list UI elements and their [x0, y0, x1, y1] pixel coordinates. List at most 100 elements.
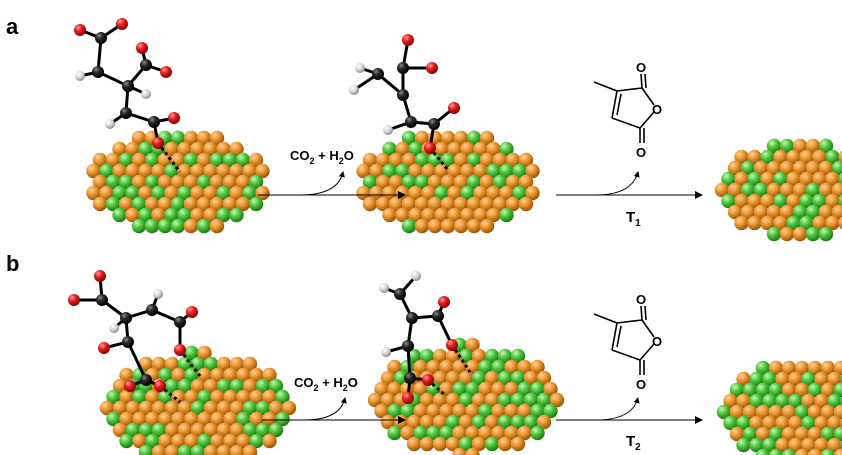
surface-atom-orange [812, 215, 827, 231]
surface-atom-orange [434, 141, 449, 157]
surface-atom-orange [807, 426, 823, 442]
surface-atom-orange [762, 415, 777, 431]
surface-atom-green [131, 218, 147, 234]
surface-atom-orange [209, 174, 225, 190]
surface-atom-green [401, 130, 417, 146]
surface-atom-orange [183, 130, 199, 146]
surface-atom-orange [151, 163, 166, 179]
surface-atom-orange [453, 174, 469, 190]
surface-atom-orange [401, 196, 417, 212]
citric-acid-molecule-a [74, 18, 182, 173]
surface-atom-orange [453, 218, 469, 234]
surface-atom-orange [387, 381, 402, 397]
surface-atom-orange [138, 185, 153, 201]
surface-atom-green [768, 426, 784, 442]
surface-atom-green [203, 356, 219, 372]
surface-atom-orange [209, 196, 225, 212]
surface-atom-green [466, 152, 482, 168]
nanoparticle-surface-b3 [716, 360, 842, 455]
surface-atom-orange [421, 185, 436, 201]
surface-atom-orange [262, 389, 277, 405]
surface-atom-orange [216, 422, 232, 438]
surface-atom-orange [714, 182, 730, 198]
surface-atom-orange [249, 411, 264, 427]
surface-atom-orange [171, 411, 186, 427]
byproduct-label-b: CO2 + H2O [294, 375, 358, 393]
surface-atom-green [125, 185, 140, 201]
surface-atom-orange [801, 393, 816, 409]
surface-atom-orange [406, 414, 422, 430]
surface-atom-green [118, 174, 134, 190]
surface-atom-orange [781, 426, 797, 442]
surface-atom-orange [792, 226, 808, 242]
surface-atom-green [766, 226, 782, 242]
surface-atom-orange [820, 404, 836, 420]
surface-atom-green [820, 448, 836, 455]
surface-atom-orange [747, 149, 762, 165]
surface-atom-green [484, 436, 500, 452]
surface-atom-orange [171, 433, 186, 449]
surface-atom-green [439, 425, 454, 441]
surface-atom-green [807, 382, 823, 398]
surface-atom-orange [216, 141, 231, 157]
surface-atom-orange [781, 382, 797, 398]
surface-atom-orange [268, 400, 284, 416]
surface-atom-orange [440, 218, 456, 234]
surface-atom-green [177, 185, 192, 201]
surface-atom-orange [112, 378, 128, 394]
surface-atom-orange [471, 392, 487, 408]
surface-atom-orange [484, 370, 500, 386]
surface-atom-orange [517, 403, 532, 419]
surface-atom-green [242, 400, 258, 416]
surface-atom-green [177, 444, 193, 455]
surface-atom-orange [779, 226, 795, 242]
surface-atom-green [255, 422, 271, 438]
surface-atom-green [762, 437, 777, 453]
surface-atom-orange [196, 130, 212, 146]
surface-atom-orange [760, 171, 775, 187]
surface-atom-orange [773, 149, 788, 165]
surface-atom-orange [479, 174, 495, 190]
surface-atom-orange [755, 426, 771, 442]
reaction-arrow-a2: T1 [556, 171, 703, 229]
surface-atom-green [275, 389, 290, 405]
surface-atom-green [466, 174, 482, 190]
surface-atom-green [773, 171, 788, 187]
surface-atom-green [406, 348, 422, 364]
surface-atom-orange [196, 196, 212, 212]
surface-atom-orange [465, 403, 480, 419]
surface-atom-green [740, 160, 756, 176]
surface-atom-green [799, 193, 814, 209]
surface-atom-orange [734, 193, 749, 209]
surface-atom-orange [131, 174, 147, 190]
surface-atom-green [170, 218, 186, 234]
surface-atom-green [721, 193, 736, 209]
surface-atom-green [512, 163, 527, 179]
surface-atom-orange [799, 149, 814, 165]
surface-atom-orange [413, 381, 428, 397]
surface-atom-orange [812, 171, 827, 187]
panel-b: b [6, 251, 842, 455]
surface-atom-green [248, 196, 264, 212]
surface-atom-orange [255, 185, 270, 201]
surface-atom-orange [125, 207, 140, 223]
panel-a: a [6, 14, 842, 242]
surface-atom-green [112, 185, 127, 201]
surface-atom-orange [471, 348, 487, 364]
surface-atom-orange [408, 207, 423, 223]
surface-atom-orange [112, 163, 127, 179]
surface-atom-orange [432, 370, 448, 386]
surface-atom-orange [807, 448, 823, 455]
surface-atom-orange [119, 411, 134, 427]
surface-atom-orange [491, 425, 506, 441]
surface-atom-orange [356, 163, 371, 179]
surface-atom-orange [486, 207, 501, 223]
surface-atom-orange [183, 218, 199, 234]
oxygen-atom-label: O [636, 377, 646, 392]
surface-atom-orange [794, 426, 810, 442]
surface-atom-green [478, 403, 493, 419]
surface-atom-green [749, 371, 764, 387]
surface-atom-orange [356, 185, 371, 201]
surface-atom-orange [413, 403, 428, 419]
surface-atom-orange [434, 207, 449, 223]
